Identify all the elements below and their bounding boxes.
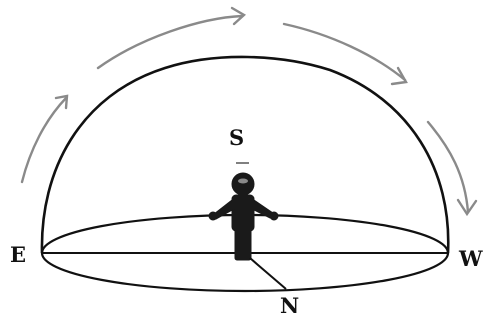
observer-legs (235, 228, 251, 260)
sun-path-arrow-3 (284, 24, 405, 80)
observer-torso (232, 195, 254, 231)
observer-head-highlight (238, 179, 248, 184)
observer-left-hand (209, 212, 217, 220)
observer-figure (209, 173, 278, 260)
south-label: S (229, 127, 244, 148)
sun-path-arrow-2 (98, 16, 242, 68)
sun-path-arrow-1 (22, 98, 66, 182)
observer-head (232, 173, 254, 195)
north-label: N (280, 295, 299, 316)
north-direction-line (250, 258, 286, 289)
observer-right-hand (270, 212, 278, 220)
west-label: W (459, 248, 483, 269)
east-label: E (10, 244, 26, 265)
